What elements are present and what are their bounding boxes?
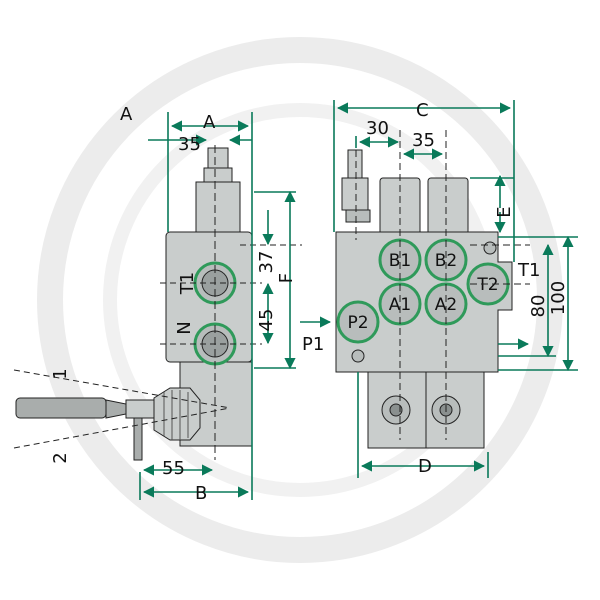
dim-label-b: B (195, 483, 207, 504)
port-label-t2: T2 (476, 275, 498, 295)
dim-label-f: F (276, 273, 297, 283)
port-label-n: N (174, 321, 195, 334)
port-p2 (336, 300, 380, 344)
dim-label-80: 80 (528, 295, 549, 318)
swing-line-1 (13, 369, 231, 409)
dim-label-e: E (494, 206, 515, 217)
lever-position-2: 2 (50, 452, 71, 463)
port-label-p2: P2 (347, 313, 368, 333)
front-view: B1 B2 A1 A2 P2 T2 (300, 100, 578, 478)
dim-label-45: 45 (256, 309, 277, 332)
dim-label-30: 30 (366, 118, 389, 139)
dim-label-100: 100 (548, 281, 569, 315)
dim-label-55: 55 (162, 458, 185, 479)
side-view: A A 35 37 F 45 T1 N 55 B 1 2 (13, 104, 302, 504)
lever-assembly (15, 387, 201, 461)
port-label-a1: A1 (389, 295, 411, 315)
port-label-b1: B1 (389, 251, 411, 271)
port-label-a2: A2 (435, 295, 457, 315)
port-label-t1-side: T1 (177, 272, 198, 295)
lever-position-1: 1 (50, 368, 71, 379)
port-label-b2: B2 (435, 251, 457, 271)
label-t1-front: T1 (517, 260, 540, 281)
lever-handle (15, 397, 107, 419)
spool-housing-2 (427, 177, 469, 237)
dim-label-d: D (418, 456, 432, 477)
dim-label-a: A (203, 112, 216, 133)
spool-housing (195, 181, 241, 235)
top-fitting (207, 147, 229, 171)
dim-label-37: 37 (256, 251, 277, 274)
front-dimensions (300, 100, 578, 478)
label-p1: P1 (302, 334, 324, 355)
dim-label-35-side: 35 (178, 134, 201, 155)
side-dimensions (139, 112, 296, 500)
view-label-a: A (120, 104, 133, 125)
dim-label-35-front: 35 (412, 130, 435, 151)
swing-line-2 (13, 407, 231, 449)
dim-label-c: C (416, 100, 429, 121)
